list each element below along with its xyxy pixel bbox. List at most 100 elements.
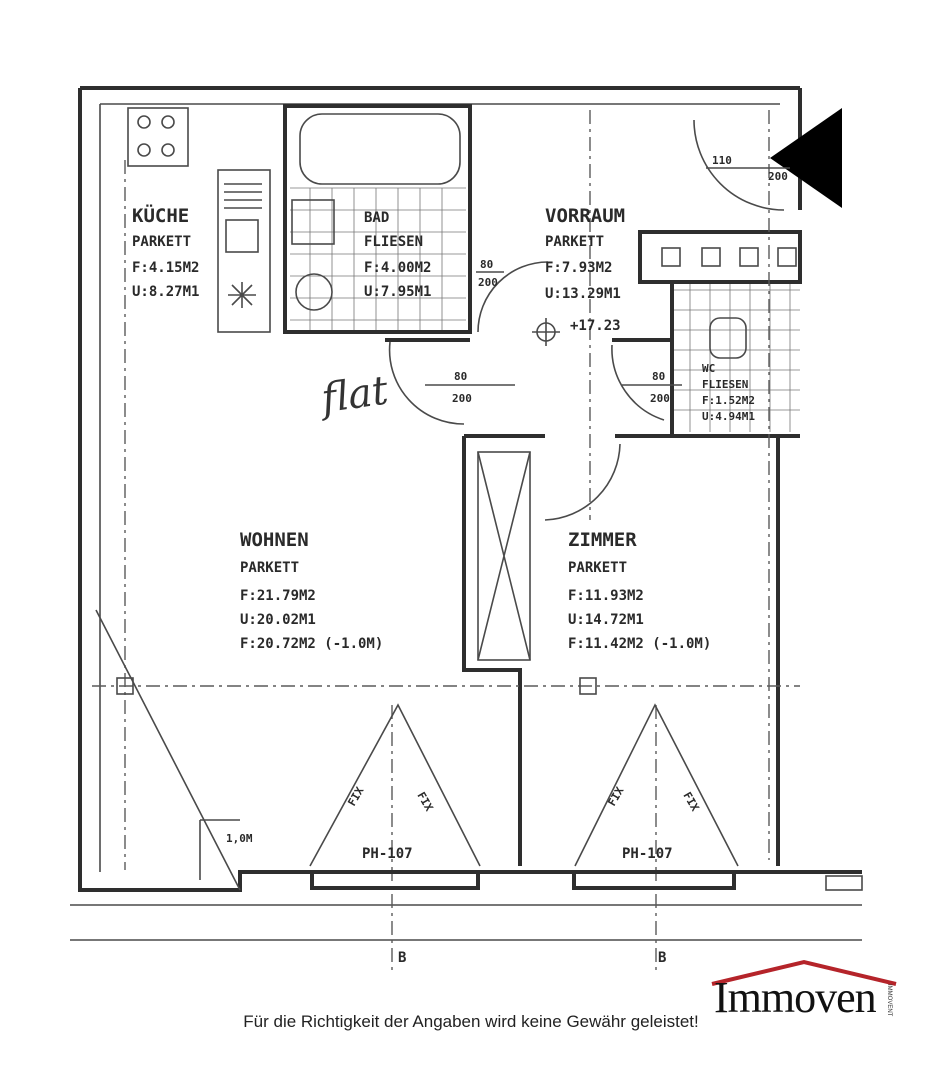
window-opening-right: [574, 703, 739, 867]
burner: [137, 115, 151, 129]
room-perimeter: U:14.72M1: [568, 612, 644, 628]
room-floor: PARKETT: [568, 560, 627, 576]
axis-marker: B: [398, 950, 406, 966]
door-height: 200: [768, 170, 788, 183]
entry-door-swing: [693, 119, 785, 211]
door-height: 200: [452, 392, 472, 405]
room-floor: FLIESEN: [364, 234, 423, 250]
room-perimeter: U:20.02M1: [240, 612, 316, 628]
dimension-guide: [199, 819, 240, 880]
room-perimeter: U:8.27M1: [132, 284, 199, 300]
logo-text: Immoven: [714, 973, 877, 1022]
dimension-label: 1,0M: [226, 832, 253, 845]
bath-door-swing: [477, 261, 549, 333]
room-name: KÜCHE: [132, 203, 189, 227]
room-area: F:1.52M2: [702, 394, 755, 407]
bathtub: [299, 113, 461, 185]
fix-label: FIX: [680, 790, 701, 814]
door-label-wohnen: 80 200: [425, 370, 515, 405]
room-wohnen: WOHNEN PARKETT F:21.79M2 U:20.02M1 F:20.…: [240, 529, 383, 652]
level-marker-icon: [532, 318, 560, 346]
window-label-right: PH-107: [622, 846, 673, 862]
fix-label: FIX: [605, 784, 626, 808]
room-area: F:4.15M2: [132, 260, 199, 276]
closet-cross: [477, 451, 531, 661]
room-bad: BAD FLIESEN F:4.00M2 U:7.95M1: [364, 210, 431, 300]
fridge-symbol: [228, 282, 256, 308]
living-door-swing: [388, 341, 465, 425]
drainboard: [224, 183, 262, 209]
room-name: BAD: [364, 210, 389, 226]
room-floor: PARKETT: [132, 234, 191, 250]
cabinet: [739, 247, 759, 267]
room-area-reduced: F:20.72M2 (-1.0M): [240, 636, 383, 652]
window-sill-right: [572, 870, 736, 890]
cabinet: [701, 247, 721, 267]
roof-line: [711, 959, 897, 986]
room-perimeter: U:7.95M1: [364, 284, 431, 300]
room-wc: WC FLIESEN F:1.52M2 U:4.94M1: [702, 362, 755, 423]
door-width: 80: [652, 370, 665, 383]
floor-level: +17.23: [570, 318, 621, 334]
cabinet: [777, 247, 797, 267]
axis-marker: B: [658, 950, 666, 966]
burner: [161, 143, 175, 157]
room-floor: PARKETT: [240, 560, 299, 576]
roof-logo-icon: [711, 959, 897, 986]
door-label-bad: 80 200: [476, 258, 504, 289]
room-area: F:4.00M2: [364, 260, 431, 276]
window-sill-edge: [825, 875, 863, 891]
closet: [477, 451, 531, 661]
room-name: ZIMMER: [568, 529, 637, 551]
room-area: F:11.93M2: [568, 588, 644, 604]
room-door-swing: [544, 443, 621, 521]
room-floor: FLIESEN: [702, 378, 748, 391]
slope-line: [95, 609, 241, 891]
door-width: 80: [480, 258, 493, 271]
room-name: VORRAUM: [545, 205, 625, 227]
cabinet: [661, 247, 681, 267]
door-height: 200: [478, 276, 498, 289]
window-opening-left: [309, 703, 481, 867]
kitchen-sink: [225, 219, 259, 253]
wc-toilet: [709, 317, 747, 359]
logo-small-text: IMMOVENT: [886, 984, 892, 1017]
room-kueche: KÜCHE PARKETT F:4.15M2 U:8.27M1: [132, 203, 199, 300]
room-vorraum: VORRAUM PARKETT F:7.93M2 U:13.29M1 +17.2…: [545, 205, 625, 334]
room-perimeter: U:4.94M1: [702, 410, 755, 423]
fix-label: FIX: [414, 790, 435, 814]
door-height: 200: [650, 392, 670, 405]
door-label-eingang: 110 200: [706, 154, 790, 183]
door-label-wc: 80 200: [622, 370, 682, 405]
fix-label: FIX: [345, 784, 366, 808]
burner: [161, 115, 175, 129]
room-perimeter: U:13.29M1: [545, 286, 621, 302]
kitchen-counter: [217, 169, 271, 333]
handwritten-note: flat: [316, 367, 392, 422]
column-marker: [116, 677, 134, 695]
washbasin: [291, 199, 335, 245]
bathroom-tiles: [290, 187, 466, 330]
entrance-arrow-icon: [770, 108, 842, 208]
disclaimer: Für die Richtigkeit der Angaben wird kei…: [243, 1012, 699, 1031]
room-name: WOHNEN: [240, 529, 309, 551]
column-marker: [579, 677, 597, 695]
room-zimmer: ZIMMER PARKETT F:11.93M2 U:14.72M1 F:11.…: [568, 529, 711, 652]
window-label-left: PH-107: [362, 846, 413, 862]
facade-lines: [70, 904, 862, 941]
toilet-bowl: [295, 273, 333, 311]
room-name: WC: [702, 362, 715, 375]
wc-door-swing: [611, 344, 665, 421]
stove: [127, 107, 189, 167]
door-width: 80: [454, 370, 467, 383]
door-width: 110: [712, 154, 732, 167]
room-floor: PARKETT: [545, 234, 604, 250]
window-sill-left: [310, 870, 480, 890]
room-area: F:7.93M2: [545, 260, 612, 276]
burner: [137, 143, 151, 157]
wc-cabinet-row: [638, 230, 802, 284]
logo: Immoven IMMOVENT: [708, 958, 898, 1028]
room-area: F:21.79M2: [240, 588, 316, 604]
wall-closet: [462, 436, 522, 866]
